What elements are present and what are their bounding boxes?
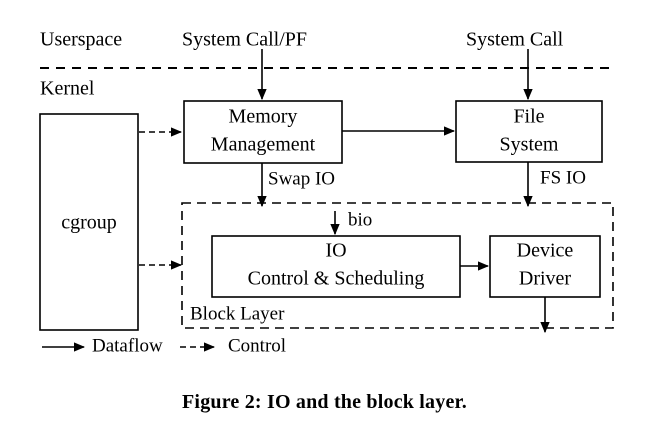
kernel-label: Kernel xyxy=(40,78,95,100)
userspace-label: Userspace xyxy=(40,29,122,51)
box-cgroup xyxy=(39,113,139,331)
edge-label-fs-io: FS IO xyxy=(540,167,586,188)
box-file-system xyxy=(455,100,603,163)
box-file-system-label-line1: File xyxy=(513,106,544,128)
box-device-driver xyxy=(489,235,601,298)
box-cgroup-label: cgroup xyxy=(61,212,117,234)
block-layer-container xyxy=(181,202,614,329)
figure-caption: Figure 2: IO and the block layer. xyxy=(182,391,467,413)
box-memory-mgmt-label-line2: Management xyxy=(211,134,316,156)
box-memory-mgmt xyxy=(183,100,343,164)
box-io-control-label-line2: Control & Scheduling xyxy=(248,268,425,290)
box-device-driver-label-line1: Device xyxy=(517,240,574,262)
entry-label-left: System Call/PF xyxy=(182,29,307,51)
box-io-control-label-line1: IO xyxy=(325,240,346,262)
box-file-system-label-line2: System xyxy=(500,134,559,156)
edge-label-swap-io: Swap IO xyxy=(268,168,335,189)
edge-label-bio: bio xyxy=(348,209,372,230)
block-layer-label: Block Layer xyxy=(190,303,285,324)
entry-label-right: System Call xyxy=(466,29,564,51)
legend-dataflow-label: Dataflow xyxy=(92,335,163,356)
box-memory-mgmt-label-line1: Memory xyxy=(229,106,298,128)
box-device-driver-label-line2: Driver xyxy=(519,268,572,290)
legend-control-label: Control xyxy=(228,335,286,356)
